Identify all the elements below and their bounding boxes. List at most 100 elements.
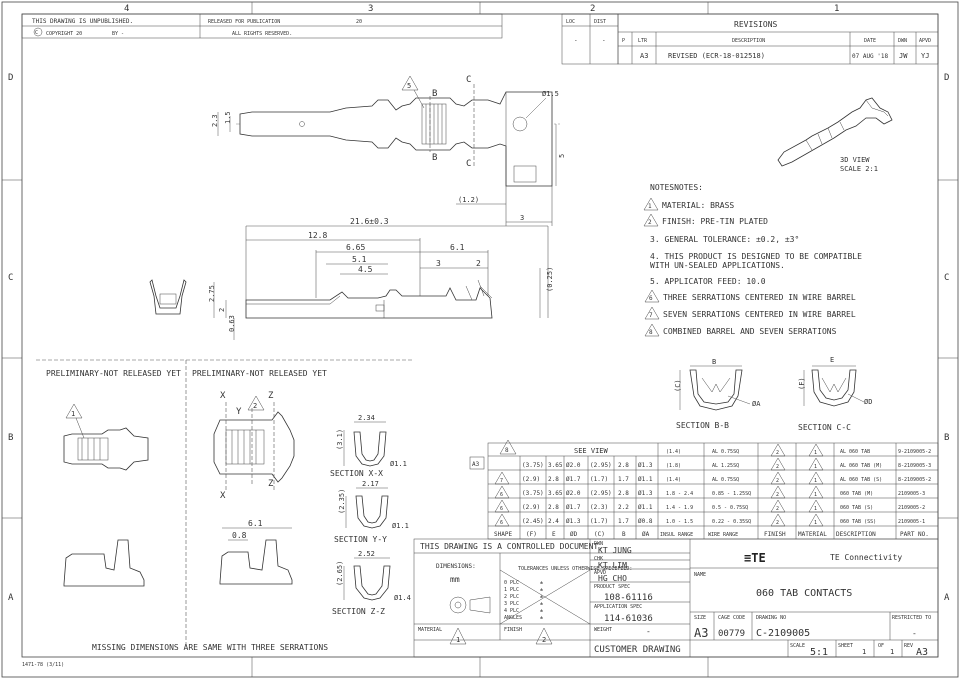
table-cell: (3.75) (522, 490, 544, 497)
projection-symbol (449, 596, 467, 614)
cut-c-bottom: C (466, 159, 471, 169)
table-cell: 2.8 (618, 462, 629, 469)
dim-5: 5 (558, 154, 566, 158)
cut-b-top: B (432, 89, 437, 99)
tol-row: 3 PLC (504, 601, 519, 607)
svg-text:8: 8 (505, 447, 509, 454)
dim-2-75: 2.75 (208, 285, 216, 302)
dim-1-2: (1.2) (458, 196, 479, 204)
table-header: MATERIAL (798, 531, 827, 538)
view-3d-label: 3D VIEW (840, 156, 870, 164)
table-cell: 1.7 (618, 518, 629, 525)
section-zz-dim: Ø1.4 (394, 594, 411, 602)
table-cell: 1 (814, 506, 817, 512)
loc-value: - (574, 37, 578, 44)
copyright-text: COPYRIGHT 20 (46, 31, 82, 37)
table-cell: 0.22 - 0.35SQ (712, 519, 751, 525)
material-flag (449, 627, 467, 645)
table-flag (770, 513, 786, 527)
table-flag (770, 499, 786, 513)
table-cell: (1.7) (590, 476, 608, 483)
note-item: MATERIAL: BRASS (662, 201, 734, 210)
table-cell: 060 TAB (SS) (840, 519, 876, 525)
rev-row-apvd: YJ (921, 52, 929, 60)
rev-value: A3 (916, 647, 928, 658)
table-header: WIRE RANGE (708, 532, 738, 538)
zone-label-top: 2 (590, 4, 595, 14)
table-cell: Ø2.0 (566, 462, 581, 469)
dim-3-side: 3 (436, 259, 441, 268)
rev-row-ltr: A3 (640, 52, 648, 60)
tab-hole (512, 116, 528, 132)
note-item: 5. APPLICATOR FEED: 10.0 (650, 277, 766, 286)
table-flag (808, 443, 824, 457)
note-flag (644, 289, 660, 303)
table-cell: (2.95) (590, 490, 612, 497)
table-flag (499, 439, 517, 455)
svg-text:C: C (35, 30, 38, 36)
apvd-value: HG CHO (598, 574, 627, 583)
table-cell: 6 (500, 492, 503, 498)
publication-header: THIS DRAWING IS UNPUBLISHED. C COPYRIGHT… (21, 13, 503, 39)
material-label: MATERIAL (418, 627, 442, 633)
dwg-value: C-2109005 (756, 628, 810, 639)
dim-2-3: 2.3 (211, 114, 219, 127)
flag-5 (401, 75, 419, 91)
note-flag (644, 323, 660, 337)
table-header: (F) (526, 531, 537, 538)
table-cell: 2.2 (618, 504, 629, 511)
restricted-value: - (912, 629, 917, 638)
rev-col-header: P (622, 38, 625, 44)
table-cell: AL 1.25SQ (712, 463, 739, 469)
table-cell: 3.65 (548, 490, 563, 497)
dim-6-65: 6.65 (346, 243, 365, 252)
cut-x-top: X (220, 391, 226, 401)
note-item: 3. GENERAL TOLERANCE: ±0.2, ±3° (650, 235, 799, 244)
table-cell: 2.8 (548, 476, 559, 483)
section-bb-label: SECTION B-B (676, 421, 729, 430)
table-cell: 2 (776, 464, 779, 470)
table-cell: (1.8) (666, 463, 681, 469)
table-flag (808, 513, 824, 527)
table-cell: 2109005-3 (898, 491, 925, 497)
zone-label-side: A (944, 593, 950, 603)
apvd-label: APVD (594, 570, 606, 576)
table-cell: 0.85 - 1.25SQ (712, 491, 751, 497)
tol-val: ± (540, 580, 543, 586)
flag-5-text: 5 (407, 82, 411, 90)
table-cell: 6 (500, 520, 503, 526)
section-zz-dim: 2.52 (358, 550, 375, 558)
table-cell: 8-2109005-3 (898, 463, 931, 469)
cut-b-bottom: B (432, 153, 437, 163)
rev-flag-box (469, 456, 485, 470)
cut-c-top: C (466, 75, 471, 85)
note-item: THREE SERRATIONS CENTERED IN WIRE BARREL (663, 293, 856, 302)
name-label: NAME (694, 572, 706, 578)
table-cell: Ø0.8 (638, 518, 653, 525)
table-cell: 060 TAB (M) (840, 491, 873, 497)
table-cell: 6 (500, 506, 503, 512)
section-xx: 2.34 (3.1) Ø1.1 SECTION X-X (330, 414, 407, 478)
tol-row: ANGLES (504, 615, 522, 621)
rev-col-header: APVD (919, 38, 931, 44)
table-cell: 2.8 (618, 490, 629, 497)
table-flag (770, 443, 786, 457)
dim-2-v: 2 (218, 308, 226, 312)
table-cell: 1 (814, 464, 817, 470)
section-xx-dim: (3.1) (336, 429, 344, 450)
see-view-label: SEE VIEW (574, 447, 609, 455)
table-header: ØD (570, 531, 578, 538)
table-cell: 2109005-2 (898, 505, 925, 511)
table-header: INSUL RANGE (660, 532, 693, 538)
section-zz-dim: (2.65) (336, 561, 344, 586)
product-spec-value: 108-61116 (604, 593, 653, 603)
note-item: FINISH: PRE-TIN PLATED (662, 217, 768, 226)
scale-label: SCALE (790, 643, 805, 649)
svg-text:1: 1 (71, 410, 75, 418)
section-yy-dim: (2.35) (338, 489, 346, 514)
prelim-flag-2 (247, 395, 265, 411)
dim-3: 3 (520, 214, 524, 222)
company-name: TE Connectivity (830, 553, 902, 562)
table-flag (808, 485, 824, 499)
drawing-name: 060 TAB CONTACTS (756, 588, 852, 599)
